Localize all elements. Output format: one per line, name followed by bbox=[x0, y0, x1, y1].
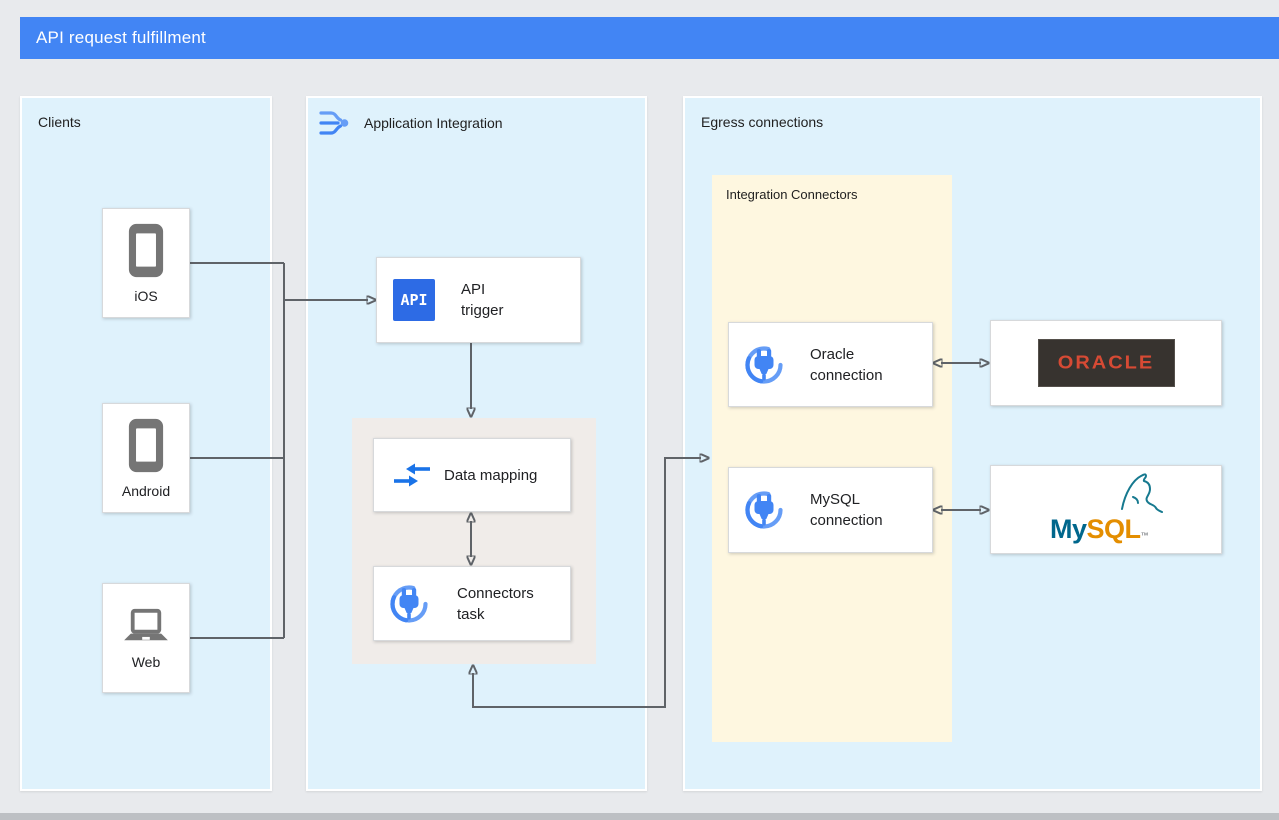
data-mapping-node: Data mapping bbox=[373, 438, 571, 512]
application-integration-label: Application Integration bbox=[364, 115, 503, 131]
connectors-task-node: Connectors task bbox=[373, 566, 571, 641]
application-integration-header: Application Integration bbox=[317, 106, 503, 140]
mysql-connection-label: MySQL connection bbox=[810, 491, 883, 529]
connector-plug-icon bbox=[745, 491, 783, 529]
diagram-title: API request fulfillment bbox=[36, 28, 206, 47]
bottom-border-strip bbox=[0, 813, 1279, 820]
client-card-ios: iOS bbox=[102, 208, 190, 318]
data-mapping-icon bbox=[394, 463, 430, 487]
client-card-android: Android bbox=[102, 403, 190, 513]
integration-connectors-label: Integration Connectors bbox=[726, 187, 858, 202]
clients-panel-label: Clients bbox=[38, 114, 81, 130]
application-integration-icon bbox=[319, 111, 349, 135]
oracle-connection-label: Oracle connection bbox=[810, 345, 883, 384]
oracle-connection-node: Oracle connection bbox=[728, 322, 933, 407]
smartphone-icon bbox=[128, 223, 164, 278]
laptop-icon bbox=[124, 608, 168, 640]
egress-panel-label: Egress connections bbox=[701, 114, 824, 130]
client-card-label: Web bbox=[131, 653, 161, 670]
connector-plug-icon bbox=[390, 584, 428, 623]
mysql-logo-card: MySQL™ bbox=[990, 465, 1222, 554]
client-card-label: Android bbox=[121, 483, 171, 499]
client-card-web: Web bbox=[102, 583, 190, 693]
api-icon: API bbox=[393, 279, 435, 321]
mysql-logo: MySQL™ bbox=[1026, 469, 1186, 551]
api-trigger-label: API trigger bbox=[461, 281, 504, 319]
mysql-dolphin-icon bbox=[1121, 472, 1163, 513]
oracle-logo-text: ORACLE bbox=[1057, 352, 1155, 373]
oracle-logo-card: ORACLE bbox=[990, 320, 1222, 406]
connector-plug-icon bbox=[745, 345, 783, 384]
api-trigger-node: API API trigger bbox=[376, 257, 581, 343]
integration-connectors-group: Integration Connectors bbox=[712, 175, 952, 742]
client-card-label: iOS bbox=[134, 288, 158, 304]
mysql-connection-node: MySQL connection bbox=[728, 467, 933, 553]
mysql-logo-text: MySQL™ bbox=[1049, 513, 1149, 544]
oracle-logo: ORACLE bbox=[1037, 339, 1175, 387]
data-mapping-label: Data mapping bbox=[444, 466, 538, 484]
diagram-title-bar: API request fulfillment bbox=[20, 17, 1279, 59]
smartphone-icon bbox=[128, 418, 164, 473]
connectors-task-label: Connectors task bbox=[457, 584, 534, 623]
